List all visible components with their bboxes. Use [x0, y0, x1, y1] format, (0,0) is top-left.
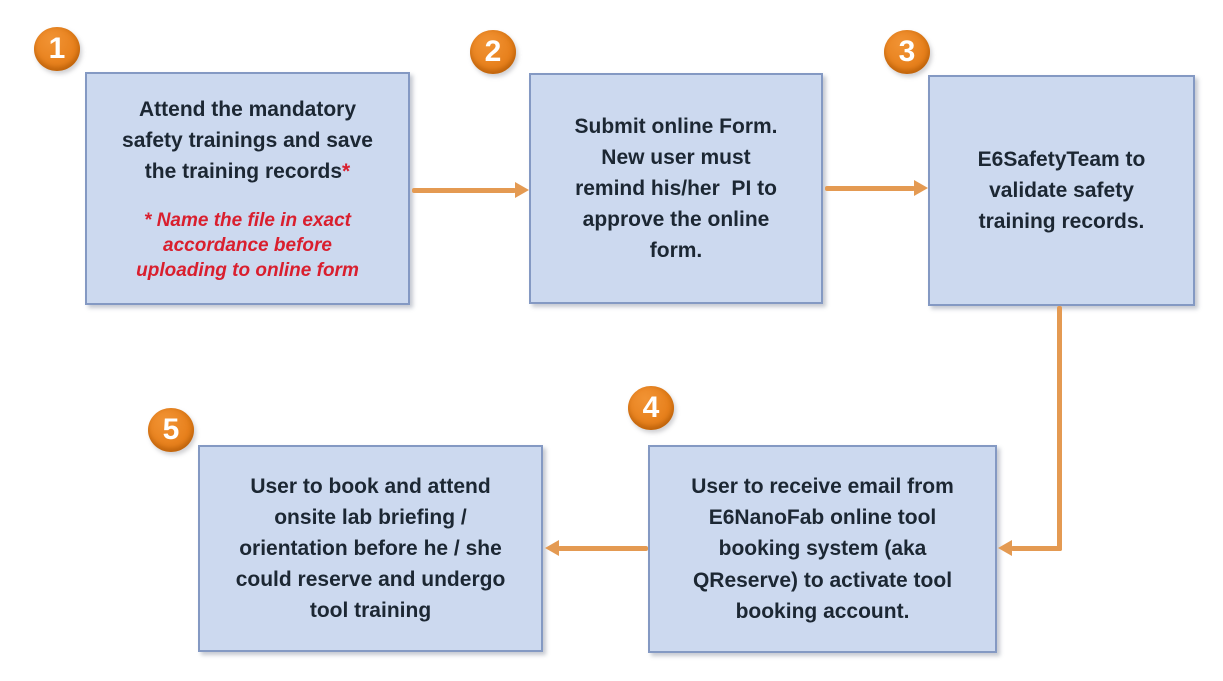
arrow-head-left-icon	[998, 540, 1012, 556]
arrow-shaft	[1011, 546, 1062, 551]
step-5-text: User to book and attend onsite lab brief…	[235, 474, 512, 623]
step-5-box: User to book and attend onsite lab brief…	[198, 445, 543, 652]
arrow-head-left-icon	[545, 540, 559, 556]
step-4-text: User to receive email from E6NanoFab onl…	[691, 475, 960, 623]
step-4-box: User to receive email from E6NanoFab onl…	[648, 445, 997, 653]
step-2-text: Submit online Form. New user must remind…	[574, 114, 784, 263]
step-2-box: Submit online Form. New user must remind…	[529, 73, 823, 304]
step-5-badge: 5	[148, 408, 194, 452]
step-3-text: E6SafetyTeam to validate safety training…	[977, 147, 1152, 234]
step-1-asterisk: *	[342, 160, 351, 184]
step-3-badge: 3	[884, 30, 930, 74]
step-4-bold-word: activate	[829, 568, 908, 592]
arrow-shaft	[558, 546, 648, 551]
step-1-note: * Name the file in exact accordance befo…	[136, 209, 359, 281]
step-3-box: E6SafetyTeam to validate safety training…	[928, 75, 1195, 306]
step-1-text: Attend the mandatory safety trainings an…	[122, 98, 379, 184]
step-4-badge: 4	[628, 386, 674, 430]
arrow-shaft-vertical	[1057, 306, 1062, 551]
arrow-head-right-icon	[515, 182, 529, 198]
arrow-head-right-icon	[914, 180, 928, 196]
step-1-badge: 1	[34, 27, 80, 71]
arrow-shaft	[412, 188, 516, 193]
step-2-badge: 2	[470, 30, 516, 74]
step-1-box: Attend the mandatory safety trainings an…	[85, 72, 410, 305]
arrow-shaft	[825, 186, 915, 191]
